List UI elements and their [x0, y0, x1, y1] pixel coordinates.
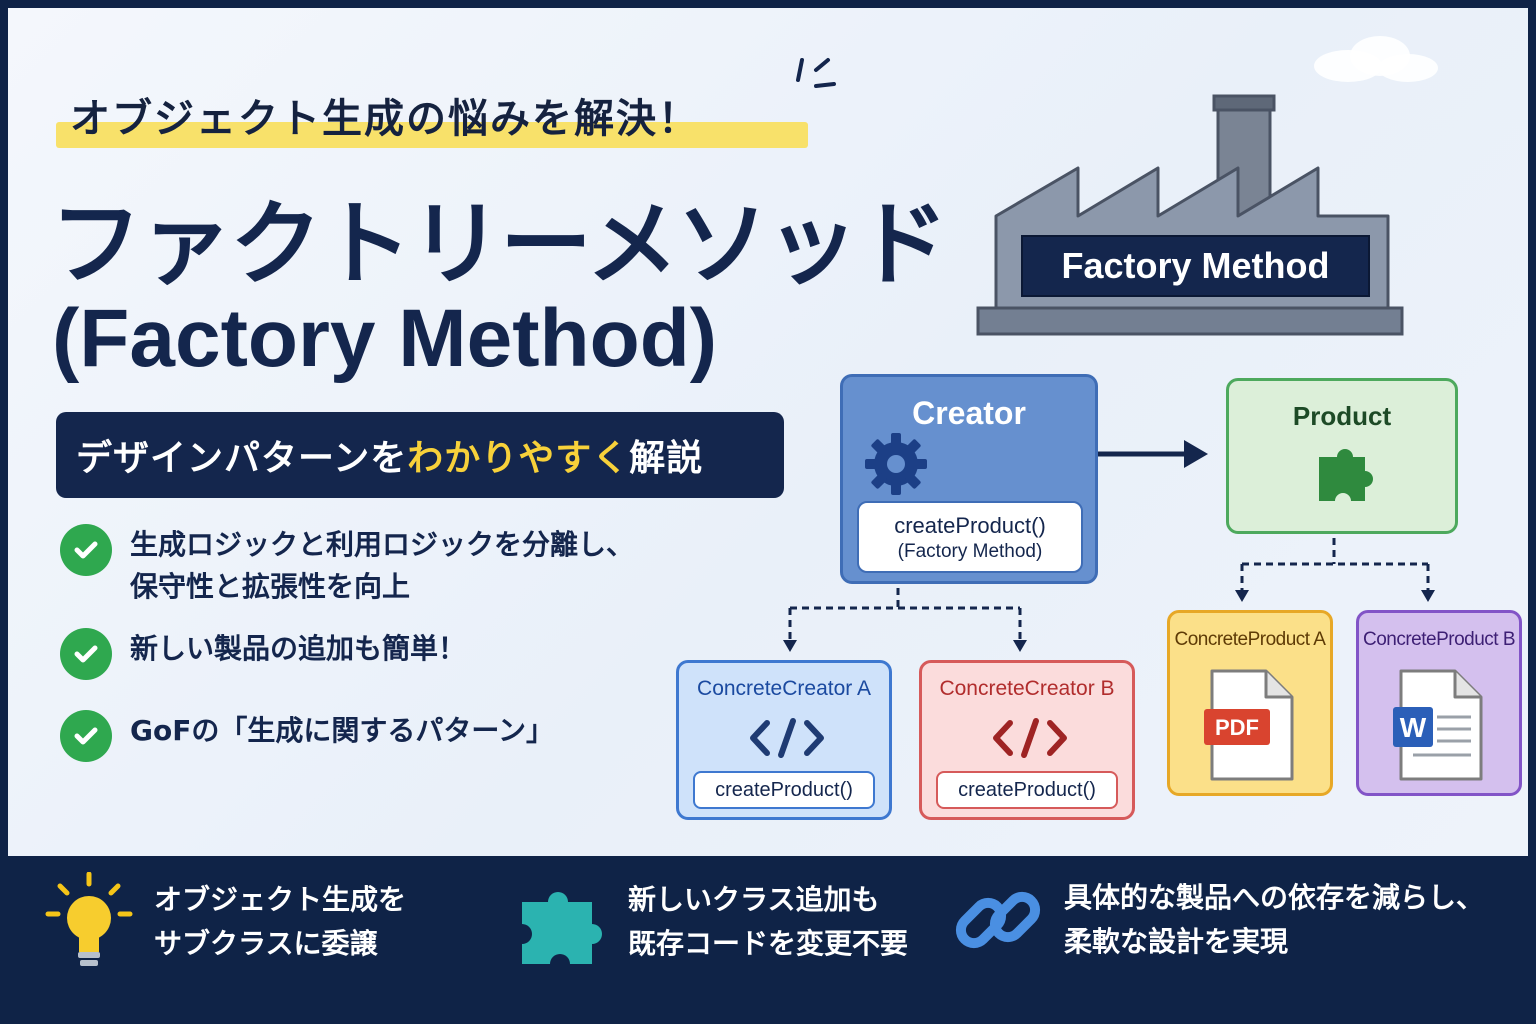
creator-method: createProduct() (Factory Method)	[857, 501, 1083, 573]
word-label: W	[1400, 712, 1427, 743]
concrete-creator-a-title: ConcreteCreator A	[697, 677, 871, 700]
footer-line: サブクラスに委譲	[154, 927, 378, 960]
concrete-creator-b-method: createProduct()	[936, 771, 1118, 809]
footer-line: 既存コードを変更不要	[628, 927, 909, 960]
footer-line: オブジェクト生成を	[154, 883, 407, 916]
footer-text: オブジェクト生成を サブクラスに委譲	[154, 878, 406, 966]
concrete-creator-a-method: createProduct()	[693, 771, 875, 809]
concrete-product-b-title: ConcreteProduct B	[1362, 629, 1516, 650]
code-icon	[993, 718, 1067, 758]
link-icon	[955, 891, 1041, 949]
product-title: Product	[1292, 401, 1392, 431]
creator-method-note: (Factory Method)	[897, 541, 1043, 562]
concrete-creator-b-box: ConcreteCreator B createProduct()	[919, 660, 1135, 820]
footer-text: 新しいクラス追加も 既存コードを変更不要	[628, 878, 908, 966]
creator-method-name: createProduct()	[894, 513, 1046, 538]
benefit-item: GoFの「生成に関するパターン」	[60, 710, 554, 762]
cloud-decoration	[1314, 36, 1438, 82]
footer-item: 具体的な製品への依存を減らし、 柔軟な設計を実現	[950, 872, 1484, 968]
creator-title: Creator	[912, 395, 1026, 431]
puzzle-icon	[522, 891, 602, 964]
banner-text-highlight: わかりやすく	[407, 438, 630, 479]
benefit-line: GoFの「生成に関するパターン」	[130, 714, 554, 747]
title-japanese: ファクトリーメソッド	[50, 191, 948, 298]
benefit-text: GoFの「生成に関するパターン」	[130, 710, 554, 752]
footer-item: オブジェクト生成を サブクラスに委譲	[44, 872, 406, 972]
factory-label: Factory Method	[1021, 235, 1370, 297]
check-icon	[60, 524, 112, 576]
banner-text-post: 解説	[629, 438, 704, 479]
word-file-icon: W	[1393, 669, 1483, 781]
connector-arrows	[783, 440, 1435, 652]
footer-line: 柔軟な設計を実現	[1064, 925, 1289, 958]
benefit-text: 生成ロジックと利用ロジックを分離し、 保守性と拡張性を向上	[130, 524, 634, 608]
subtitle-banner: デザインパターンをわかりやすく解説	[56, 412, 784, 498]
concrete-product-b-box: ConcreteProduct B W	[1356, 610, 1522, 796]
benefit-line: 新しい製品の追加も簡単！	[130, 632, 467, 665]
concrete-creator-a-box: ConcreteCreator A createProduct()	[676, 660, 892, 820]
banner-text-pre: デザインパターンを	[76, 438, 408, 479]
subtitle-highlight	[56, 122, 808, 148]
product-box: Product	[1226, 378, 1458, 534]
benefit-line: 保守性と拡張性を向上	[130, 570, 411, 603]
subtitle: オブジェクト生成の悩みを解決！	[70, 96, 700, 142]
puzzle-icon	[1319, 449, 1373, 501]
check-icon	[60, 628, 112, 680]
footer-item: 新しいクラス追加も 既存コードを変更不要	[512, 872, 908, 972]
benefit-item: 生成ロジックと利用ロジックを分離し、 保守性と拡張性を向上	[60, 524, 634, 608]
benefit-text: 新しい製品の追加も簡単！	[130, 628, 466, 670]
concrete-creator-b-title: ConcreteCreator B	[939, 677, 1115, 700]
spark-icon	[796, 58, 836, 88]
gear-icon	[865, 433, 927, 495]
pdf-label: PDF	[1215, 715, 1259, 740]
concrete-product-a-title: ConcreteProduct A	[1174, 629, 1326, 650]
lightbulb-icon	[45, 872, 133, 966]
subtitle-block: オブジェクト生成の悩みを解決！	[56, 86, 808, 148]
benefit-line: 生成ロジックと利用ロジックを分離し、	[130, 528, 635, 561]
title-english: (Factory Method)	[52, 293, 718, 384]
code-icon	[750, 718, 824, 758]
main-panel: オブジェクト生成の悩みを解決！ ファクトリーメソッド (Factory Meth…	[8, 8, 1528, 856]
footer-line: 具体的な製品への依存を減らし、	[1064, 881, 1485, 914]
creator-box: Creator createProduct() (Factory Method)	[840, 374, 1098, 584]
concrete-product-a-box: ConcreteProduct A PDF	[1167, 610, 1333, 796]
check-icon	[60, 710, 112, 762]
pdf-file-icon: PDF	[1204, 669, 1294, 781]
footer-line: 新しいクラス追加も	[628, 883, 880, 916]
benefit-item: 新しい製品の追加も簡単！	[60, 628, 466, 680]
footer-text: 具体的な製品への依存を減らし、 柔軟な設計を実現	[1064, 876, 1484, 964]
